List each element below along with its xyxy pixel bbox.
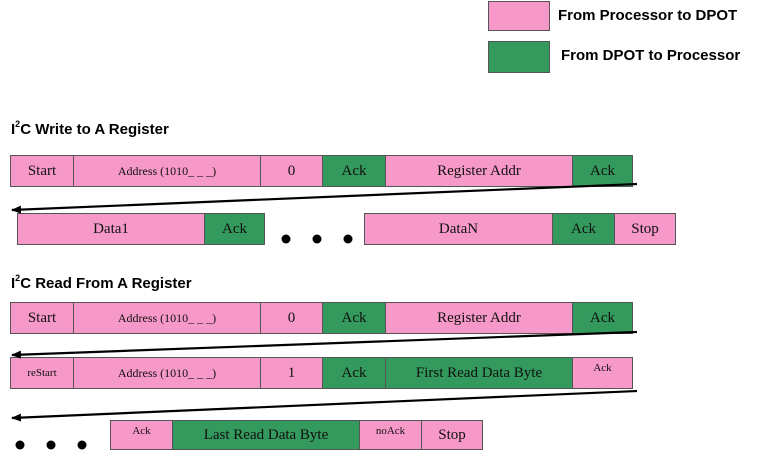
read-register-addr-cell: Register Addr <box>385 302 573 334</box>
read-section-heading: I2C Read From A Register <box>11 273 192 292</box>
write-stop-cell: Stop <box>614 213 676 245</box>
write-data1-cell: Data1 <box>17 213 205 245</box>
write-ack-cell-1: Ack <box>322 155 386 187</box>
write-start-cell: Start <box>10 155 74 187</box>
legend-label-dpot-to-processor: From DPOT to Processor <box>561 47 741 64</box>
read-repeat-address-cell: Address (1010_ _ _) <box>73 357 261 389</box>
ellipsis-dot-write-1 <box>281 234 291 244</box>
ellipsis-dot-read-3 <box>77 440 87 450</box>
write-rw-bit-cell: 0 <box>260 155 323 187</box>
read-first-data-ack-cell: Ack <box>572 357 633 389</box>
legend-label-processor-to-dpot: From Processor to DPOT <box>558 7 738 24</box>
read-repeat-ack-cell: Ack <box>322 357 386 389</box>
write-datan-ack-cell: Ack <box>552 213 615 245</box>
write-register-addr-cell: Register Addr <box>385 155 573 187</box>
read-ack-cell-2: Ack <box>572 302 633 334</box>
read-mid-ack-cell: Ack <box>110 420 173 450</box>
ellipsis-dot-write-3 <box>343 234 353 244</box>
wrap-arrow-read-1 <box>11 330 638 359</box>
write-data1-ack-cell: Ack <box>204 213 265 245</box>
read-stop-cell: Stop <box>421 420 483 450</box>
read-address-cell: Address (1010_ _ _) <box>73 302 261 334</box>
legend-swatch-processor-to-dpot <box>488 1 550 31</box>
read-last-data-byte-cell: Last Read Data Byte <box>172 420 360 450</box>
wrap-arrow-read-2 <box>11 389 638 422</box>
ellipsis-dot-read-1 <box>15 440 25 450</box>
read-noack-cell: noAck <box>359 420 422 450</box>
read-start-cell: Start <box>10 302 74 334</box>
write-datan-cell: DataN <box>364 213 553 245</box>
ellipsis-dot-write-2 <box>312 234 322 244</box>
write-section-heading: I2C Write to A Register <box>11 119 169 138</box>
ellipsis-dot-read-2 <box>46 440 56 450</box>
wrap-arrow-write <box>11 182 638 214</box>
read-ack-cell-1: Ack <box>322 302 386 334</box>
read-rw-bit-cell: 0 <box>260 302 323 334</box>
legend-swatch-dpot-to-processor <box>488 41 550 73</box>
write-address-cell: Address (1010_ _ _) <box>73 155 261 187</box>
